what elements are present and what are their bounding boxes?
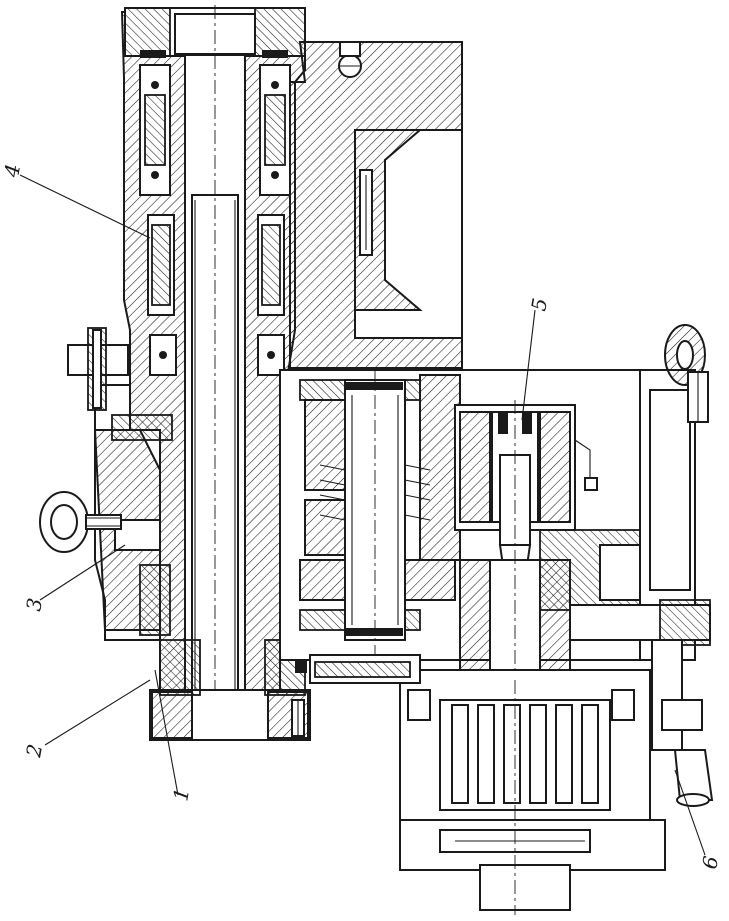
spindle-bearings [139, 64, 291, 376]
motor [399, 669, 666, 915]
main-shaft [184, 5, 246, 720]
lower-housing [39, 327, 173, 641]
callout-3: 3 [21, 596, 47, 613]
callout-leaders [19, 174, 706, 856]
upper-bracket [289, 41, 463, 369]
right-frame [569, 324, 714, 807]
callout-6: 6 [697, 854, 723, 871]
base-plate [309, 654, 421, 684]
callout-4: 4 [0, 162, 25, 180]
countershaft [319, 370, 431, 660]
callout-labels: 1 2 3 4 5 6 [0, 162, 723, 871]
callout-5: 5 [526, 296, 552, 313]
callout-1: 1 [168, 786, 194, 803]
output-shaft [459, 400, 671, 700]
callout-2: 2 [21, 742, 47, 760]
